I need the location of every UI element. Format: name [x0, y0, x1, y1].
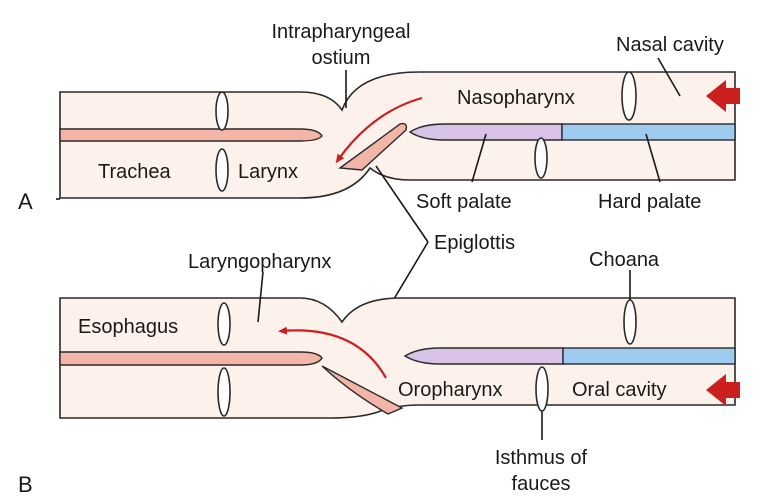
label-choana: Choana	[589, 249, 660, 271]
label-intrapharyngeal-ostium-2: ostium	[312, 47, 371, 69]
label-epiglottis: Epiglottis	[434, 232, 515, 254]
panel-b: Laryngopharynx Choana Esophagus Orophary…	[18, 249, 740, 497]
panel-a: Intrapharyngeal ostium Nasal cavity Naso…	[18, 21, 740, 214]
panel-label-b: B	[18, 472, 33, 497]
ring-a-upper-left	[215, 91, 229, 131]
label-soft-palate: Soft palate	[416, 191, 512, 213]
ring-b-choana	[623, 299, 637, 345]
hard-palate-b-shape	[562, 347, 736, 365]
epiglottis-a-shape	[338, 122, 408, 171]
epiglottis-b-shape	[321, 365, 404, 415]
ring-b-isthmus	[535, 366, 549, 412]
label-laryngopharynx: Laryngopharynx	[188, 251, 331, 273]
label-nasopharynx: Nasopharynx	[457, 87, 575, 109]
ring-a-lower-left	[215, 148, 229, 192]
label-larynx: Larynx	[238, 161, 298, 183]
label-intrapharyngeal-ostium-1: Intrapharyngeal	[272, 21, 411, 43]
big-red-arrow-a	[706, 80, 740, 112]
label-isthmus-of-fauces-2: fauces	[512, 473, 571, 495]
soft-palate-b-shape	[403, 347, 564, 365]
ring-a-nasal	[621, 71, 637, 121]
ring-b-lower-left	[217, 367, 231, 417]
esophagus-band	[59, 351, 323, 366]
ring-b-upper-left	[217, 302, 231, 346]
soft-palate-shape	[408, 123, 563, 141]
label-isthmus-of-fauces-1: Isthmus of	[495, 447, 588, 469]
airflow-arrow-a	[335, 96, 423, 164]
big-red-arrow-b	[706, 374, 740, 406]
label-nasal-cavity: Nasal cavity	[616, 34, 724, 56]
label-oral-cavity: Oral cavity	[572, 379, 666, 401]
hard-palate-shape	[561, 123, 736, 141]
label-oropharynx: Oropharynx	[398, 379, 503, 401]
airflow-arrow-b	[278, 326, 387, 379]
panel-label-a: A	[18, 189, 33, 214]
label-esophagus: Esophagus	[78, 316, 178, 338]
ring-a-oral	[534, 137, 548, 179]
label-trachea: Trachea	[98, 161, 172, 183]
trachea-larynx-band	[59, 128, 323, 142]
label-hard-palate: Hard palate	[598, 191, 701, 213]
